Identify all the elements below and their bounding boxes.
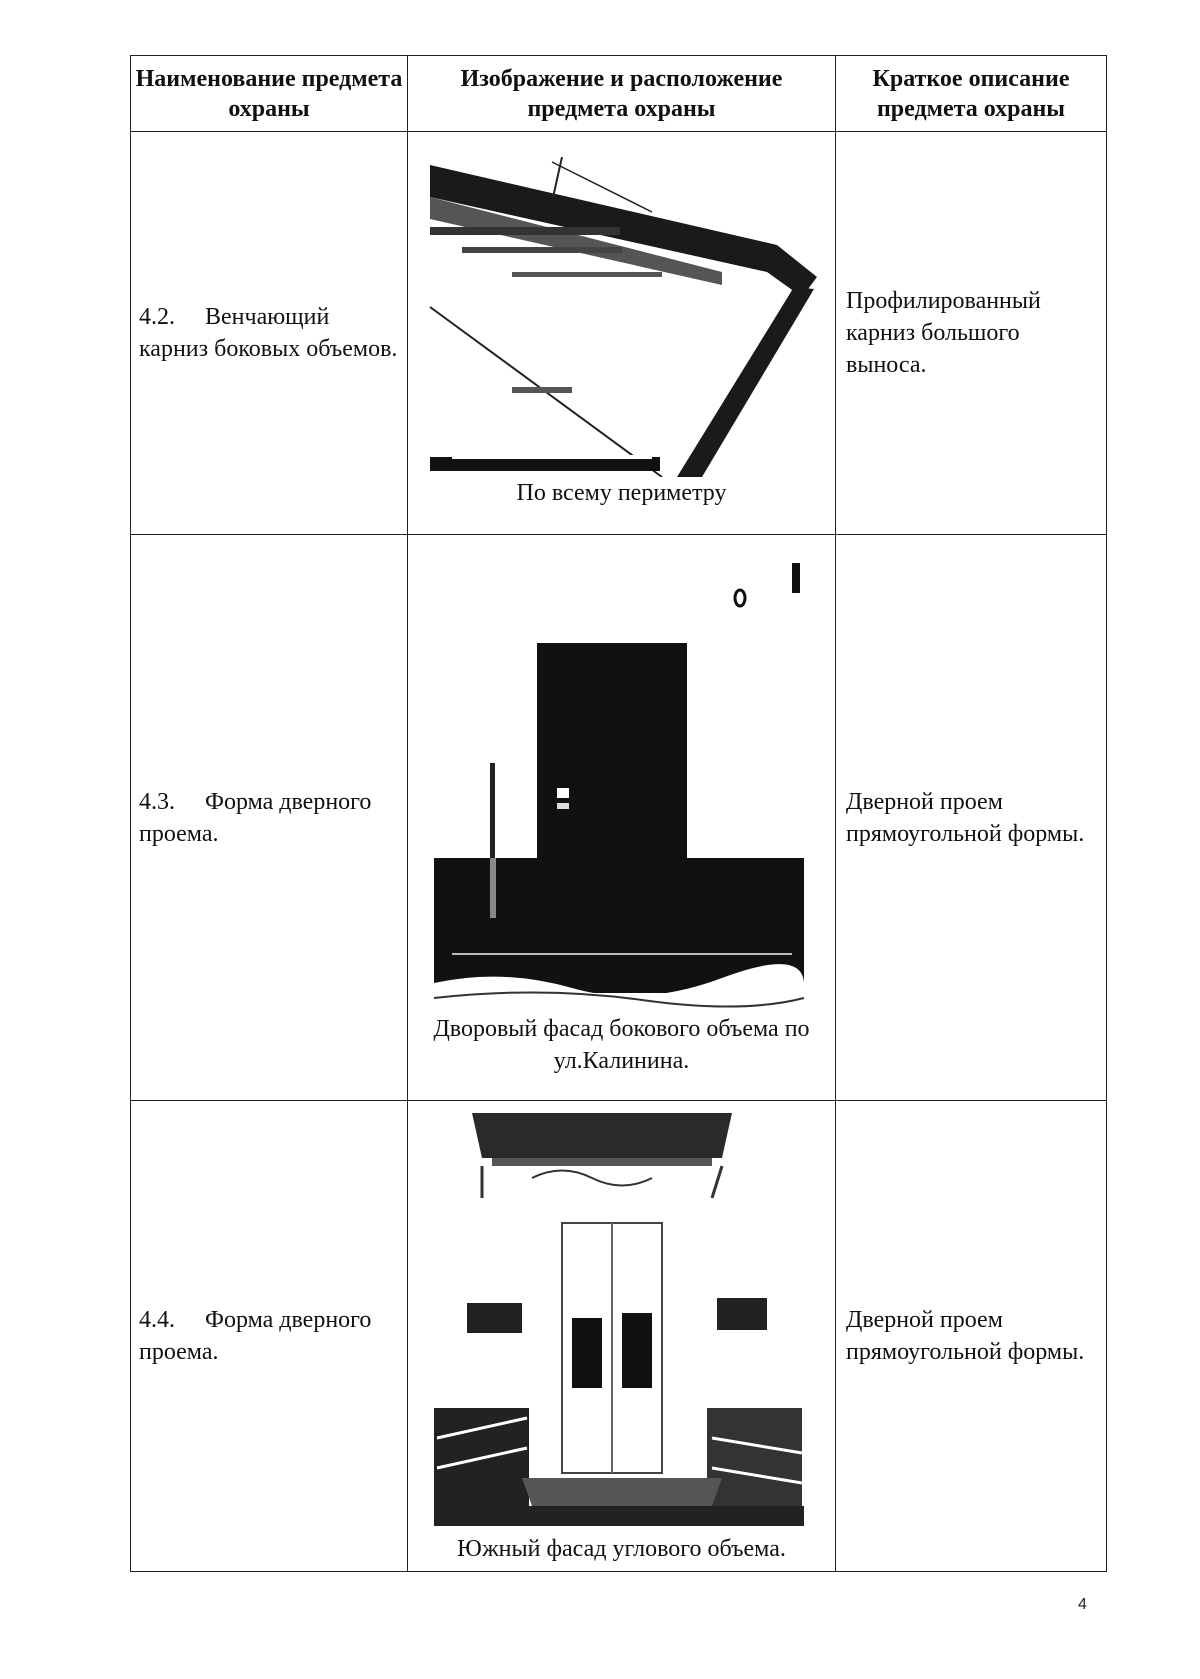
header-description: Краткое описание предмета охраны [835,55,1107,132]
description-cell: Профилированный карниз большого выноса. [835,131,1107,535]
header-image: Изображение и расположение предмета охра… [407,55,836,132]
table-row: 4.4.Форма дверного проема. [130,1100,1107,1572]
item-name: Форма дверного проема. [139,1307,372,1365]
table-header-row: Наименование предмета охраны Изображение… [130,55,1107,132]
item-name: Форма дверного проема. [139,788,372,847]
image-caption: Южный фасад углового объема. [457,1535,786,1562]
item-number: 4.3. [139,788,175,815]
item-name-cell: 4.4.Форма дверного проема. [130,1100,408,1572]
table-row: 4.2.Венчающий карниз боковых объемов. [130,131,1107,535]
description-cell: Дверной проем прямоугольной формы. [835,1100,1107,1572]
cornice-photo [421,157,822,477]
image-caption: По всему периметру [516,480,727,506]
description-cell: Дверной проем прямоугольной формы. [835,534,1107,1101]
image-caption: Дворовый фасад бокового объема по ул.Кал… [433,1016,810,1074]
page-number: 4 [1078,1596,1087,1613]
protection-table: Наименование предмета охраны Изображение… [130,55,1107,1572]
header-name: Наименование предмета охраны [130,55,408,132]
image-cell: Дворовый фасад бокового объема по ул.Кал… [407,534,836,1101]
item-number: 4.2. [139,304,175,330]
door-courtyard-photo [421,558,822,1013]
item-name-cell: 4.3.Форма дверного проема. [130,534,408,1101]
image-cell: По всему периметру [407,131,836,535]
item-name: Венчающий карниз боковых объемов. [139,304,398,362]
item-number: 4.4. [139,1307,175,1333]
image-cell: Южный фасад углового объема. [407,1100,836,1572]
table-row: 4.3.Форма дверного проема. [130,534,1107,1101]
item-name-cell: 4.2.Венчающий карниз боковых объемов. [130,131,408,535]
door-south-photo [421,1107,822,1533]
